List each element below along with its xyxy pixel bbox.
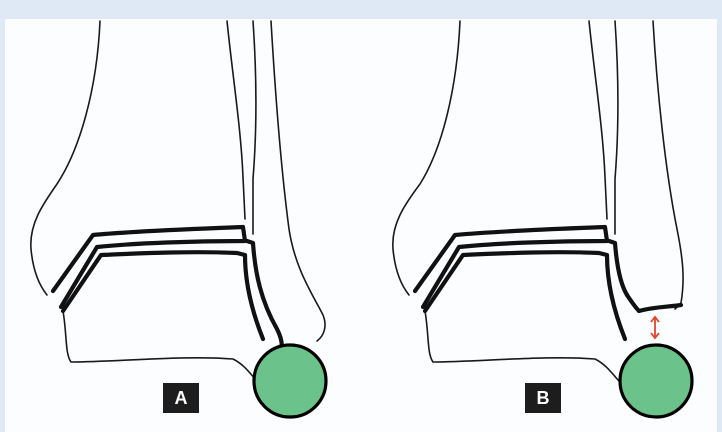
panel-b-drawing [393,21,692,417]
panel-a-talus-outline [63,311,257,381]
panel-a-joint-lower [63,252,263,339]
panel-label-b: B [525,383,561,413]
panel-b-gap-arrow [651,317,659,338]
panel-a-mortise-line [247,241,282,351]
diagram-frame [5,19,717,432]
panel-label-a: A [163,383,199,413]
panel-b-joint-space [415,227,607,307]
ankle-diagram [5,19,717,432]
panel-b-talus-outline [425,311,619,381]
panel-b-fibula-tip [627,295,681,311]
panel-a-ball [254,345,326,417]
panel-b-joint-lower [425,252,625,339]
panel-b-fibula-outline [615,21,683,309]
panel-a-joint-space [53,227,245,307]
panel-a-drawing [31,21,326,417]
panel-b-ball [620,345,692,417]
